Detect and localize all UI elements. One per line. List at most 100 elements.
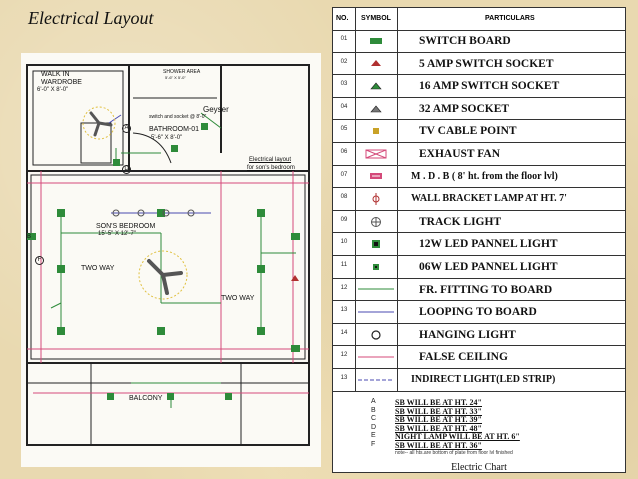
led-panel-icon [257, 265, 265, 273]
legend-number: 12 [340, 352, 348, 359]
chart-notes: A SB WILL BE AT HT. 24" B SB WILL BE AT HT.… [333, 392, 625, 474]
switch-board-icon [355, 30, 397, 52]
track-light-icon [112, 209, 120, 217]
legend-number: 08 [340, 194, 348, 201]
bathroom-label: BATHROOM-01 [149, 126, 200, 133]
false-ceiling-line-icon [355, 346, 397, 368]
legend-number: 10 [340, 239, 348, 246]
chart-header: NO. SYMBOL PARTICULARS [333, 8, 625, 31]
note-letter-marker: A [371, 398, 376, 405]
legend-number: 05 [340, 126, 348, 133]
bedroom-label: SON'S BEDROOM [96, 223, 156, 230]
note-letter-marker: F [371, 441, 376, 448]
legend-text: 06W LED PANNEL LIGHT [419, 261, 558, 273]
switch-socket-note: switch and socket @ 8'-0" [149, 114, 207, 120]
legend-number: 11 [340, 262, 348, 268]
socket-icon [291, 275, 299, 281]
legend-text: 12W LED PANNEL LIGHT [419, 238, 558, 251]
legend-text: EXHAUST FAN [419, 148, 501, 160]
exhaust-fan-icon [355, 143, 397, 165]
hanging-light-icon [355, 324, 397, 346]
looping-line-icon [355, 301, 397, 323]
legend-row: 08 WALL BRACKET LAMP AT HT. 7' [333, 188, 625, 211]
wardrobe-size: 6'-0" X 8'-0" [37, 87, 69, 93]
16amp-socket-icon [355, 75, 397, 97]
led-strip-line-icon [355, 369, 397, 391]
geyser-label: Geyser [203, 105, 229, 114]
letter-a-marker: A [122, 124, 131, 133]
legend-number: 03 [340, 81, 348, 88]
floor-plan: WALK IN WARDROBE 6'-0" X 8'-0" SHOWER AR… [21, 53, 321, 467]
led-panel-icon [157, 209, 165, 217]
track-light-icon [187, 209, 195, 217]
bathroom-size: 5'-6" X 8'-0" [151, 135, 183, 141]
letter-f-marker: F [35, 256, 44, 265]
legend-text: LOOPING TO BOARD [419, 306, 537, 319]
wall-lamp-icon [355, 188, 397, 210]
col-symbol: SYMBOL [361, 15, 391, 22]
legend-number: 01 [340, 36, 348, 42]
legend-number: 13 [340, 307, 348, 314]
note-letter-marker: B [371, 406, 376, 414]
legend-number: 09 [340, 216, 348, 223]
legend-row: 12 FALSE CEILING [333, 346, 625, 369]
track-light-icon [162, 209, 170, 217]
legend-number: 06 [340, 149, 348, 155]
outer-wall [26, 64, 310, 446]
note-text: SB WILL BE AT HT. 39" [395, 415, 482, 425]
led-panel-icon [57, 327, 65, 335]
wardrobe-label: WARDROBE [41, 79, 82, 86]
led-panel-icon [201, 123, 208, 130]
legend-row: 06 EXHAUST FAN [333, 143, 625, 166]
legend-text: TRACK LIGHT [419, 215, 502, 228]
tiny-note: note-- all hts.are bottom of plate from … [395, 450, 513, 456]
track-light-icon [355, 211, 397, 233]
legend-row: 09 TRACK LIGHT [333, 211, 625, 234]
switch-board-icon [291, 345, 300, 352]
shower-size: 5'-6" X 5'-0" [165, 75, 186, 80]
two-way-label-2: TWO WAY [221, 295, 255, 302]
page-title: Electrical Layout [28, 8, 154, 28]
legend-row: 14 HANGING LIGHT [333, 324, 625, 347]
note-letter-marker: E [371, 432, 376, 440]
col-particulars: PARTICULARS [485, 15, 535, 22]
fr-fitting-line-icon [355, 279, 397, 301]
led-panel-icon [113, 159, 120, 166]
led-panel-icon [157, 327, 165, 335]
legend-number: 14 [340, 329, 348, 336]
note-line2: for son's bedroom [247, 165, 295, 171]
legend-row: 11 06W LED PANNEL LIGHT [333, 256, 625, 279]
note-letter-marker: D [371, 423, 377, 431]
led-panel-icon [225, 393, 232, 400]
legend-text: WALL BRACKET LAMP AT HT. 7' [411, 193, 567, 205]
legend-text: FR. FITTING TO BOARD [419, 283, 553, 296]
note-text: SB WILL BE AT HT. 48" [395, 423, 482, 433]
ceiling-fan-icon [82, 106, 116, 140]
note-text: SB WILL BE AT HT. 36" [395, 441, 482, 450]
led-panel-icon [57, 265, 65, 273]
legend-text: HANGING LIGHT [419, 328, 516, 341]
legend-text: 32 AMP SOCKET [419, 102, 510, 115]
note-line1: Electrical layout [249, 157, 292, 163]
tv-cable-icon [355, 120, 397, 142]
balcony-label: BALCONY [129, 395, 163, 402]
06w-led-icon [355, 256, 397, 278]
legend-text: 5 AMP SWITCH SOCKET [419, 57, 554, 70]
legend-text: FALSE CEILING [419, 351, 508, 364]
floor-plan-drawing [26, 64, 310, 446]
note-text: SB WILL BE AT HT. 33" [395, 406, 482, 416]
legend-text: M . D . B ( 8' ht. from the floor lvl) [411, 170, 558, 182]
32amp-socket-icon [355, 98, 397, 120]
led-panel-icon [171, 145, 178, 152]
col-no: NO. [336, 15, 349, 22]
note-text: SB WILL BE AT HT. 24" [395, 398, 482, 407]
legend-text: SWITCH BOARD [419, 35, 511, 47]
note-letter-marker: C [371, 415, 377, 423]
legend-row: 13 LOOPING TO BOARD [333, 301, 625, 324]
chart-footer: Electric Chart [451, 462, 507, 473]
